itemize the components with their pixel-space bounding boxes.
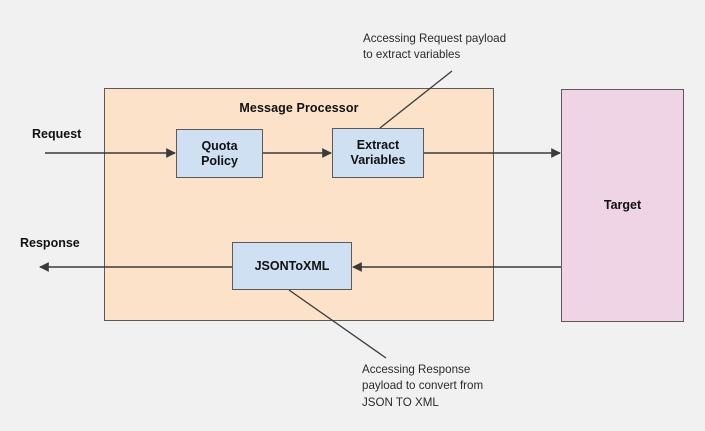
annotation-request-payload: Accessing Request payload to extract var… [363,32,507,62]
response-label: Response [20,236,80,250]
annotation-response-payload: Accessing Response payload to convert fr… [362,363,484,409]
request-label: Request [32,127,82,141]
message-processor-title: Message Processor [239,101,359,115]
policy-box-extract-variables[interactable]: Extract Variables [332,128,424,178]
leader-line-request-annotation [379,70,453,129]
policy-box-quota-policy[interactable]: Quota Policy [176,129,263,178]
policy-box-jsontoxml[interactable]: JSONToXML [232,242,352,290]
leader-line-response-annotation [288,289,387,359]
target-container: Target [561,89,684,322]
